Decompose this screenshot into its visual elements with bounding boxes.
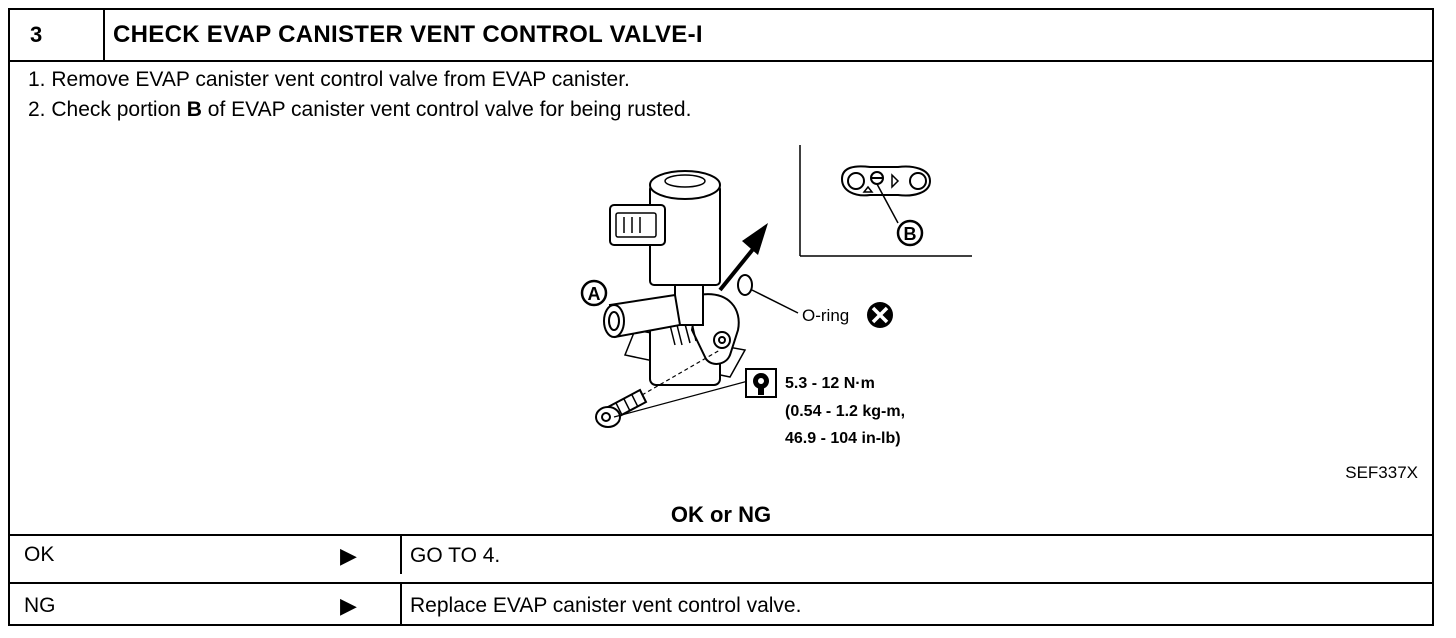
- result-prompt: OK or NG: [670, 502, 772, 527]
- vent-control-valve-illustration: [603, 170, 747, 386]
- step-1-text: Remove EVAP canister vent control valve …: [51, 68, 630, 91]
- portion-b-label: B: [904, 224, 917, 244]
- procedure-header: 3 CHECK EVAP CANISTER VENT CONTROL VALVE…: [10, 10, 1432, 62]
- o-ring-label: O-ring: [802, 306, 849, 325]
- part-a-label: A: [588, 284, 601, 304]
- result-row-ok: OK ▶ GO TO 4.: [10, 534, 1432, 574]
- torque-wrench-icon: [745, 368, 777, 398]
- instruction-step-2: 2. Check portion B of EVAP canister vent…: [28, 98, 691, 122]
- part-a-callout: A: [580, 279, 608, 307]
- replace-part-icon: [867, 302, 893, 328]
- procedure-title: CHECK EVAP CANISTER VENT CONTROL VALVE-I: [113, 21, 703, 48]
- row-divider: [400, 536, 402, 574]
- step-2-text-pre: Check portion: [51, 98, 187, 121]
- vent-control-valve-diagram: B: [580, 145, 972, 447]
- result-row-ng: NG ▶ Replace EVAP canister vent control …: [10, 582, 1432, 626]
- portion-b-callout: B: [896, 219, 924, 247]
- row-divider: [400, 584, 402, 626]
- removal-direction-arrow: [718, 223, 768, 292]
- torque-value-kgm: (0.54 - 1.2 kg-m,: [785, 403, 905, 420]
- instruction-step-1: 1. Remove EVAP canister vent control val…: [28, 68, 630, 92]
- result-action-ng: Replace EVAP canister vent control valve…: [410, 594, 802, 617]
- torque-value-nm: 5.3 - 12 N·m: [785, 375, 875, 392]
- o-ring-part: [737, 274, 799, 314]
- result-label-ok: OK: [24, 543, 55, 566]
- step-1-number: 1.: [28, 68, 46, 91]
- diagnostic-procedure-sheet: 3 CHECK EVAP CANISTER VENT CONTROL VALVE…: [8, 8, 1434, 626]
- mounting-bolt-illustration: [595, 349, 749, 428]
- result-action-ok: GO TO 4.: [410, 544, 501, 567]
- gasket-plate-illustration: [840, 165, 932, 224]
- result-label-ng: NG: [24, 594, 56, 617]
- figure-code: SEF337X: [1345, 463, 1418, 482]
- step-number: 3: [10, 10, 105, 60]
- step-2-text-post: of EVAP canister vent control valve for …: [201, 98, 692, 121]
- step-2-number: 2.: [28, 98, 46, 121]
- torque-value-inlb: 46.9 - 104 in-lb): [785, 430, 901, 447]
- step-2-portion-label: B: [186, 98, 202, 121]
- arrow-right-icon: ▶: [340, 543, 357, 568]
- arrow-right-icon: ▶: [340, 593, 357, 618]
